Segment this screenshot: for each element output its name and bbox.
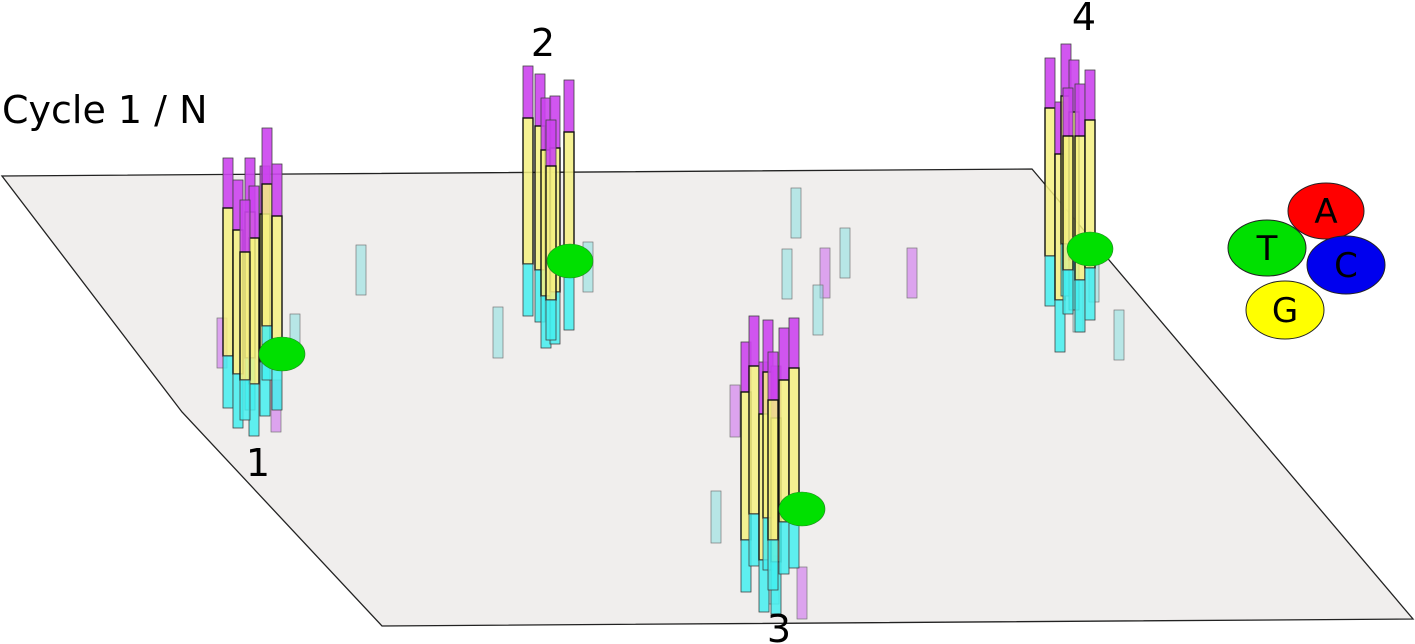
faint-adapter-strand: [781, 248, 793, 300]
strand-adapter-segment: [748, 513, 760, 567]
faint-primer-strand: [906, 247, 918, 299]
faint-adapter-strand: [790, 187, 802, 239]
fluorescent-signal-marker: [1066, 231, 1114, 267]
strand-insert-segment: [522, 117, 534, 265]
faint-adapter-strand: [492, 306, 504, 359]
strand-primer-segment: [563, 79, 575, 133]
strand-adapter-segment: [563, 275, 575, 331]
cycle-label: Cycle 1 / N: [2, 88, 208, 132]
strand-primer-segment: [545, 119, 557, 167]
strand-adapter-segment: [239, 379, 251, 421]
cluster-4-label: 4: [1072, 0, 1096, 39]
strand-primer-segment: [1074, 83, 1086, 137]
faint-primer-strand: [729, 384, 741, 438]
strand-adapter-segment: [1084, 267, 1096, 321]
flow-cell-surface: [0, 168, 1415, 627]
svg-text:G: G: [1272, 291, 1298, 331]
cluster-3-label: 3: [767, 607, 791, 644]
cluster-1-label: 1: [246, 441, 270, 485]
faint-primer-strand: [819, 247, 831, 299]
strand-adapter-segment: [222, 355, 234, 409]
faint-adapter-strand: [1113, 309, 1125, 361]
strand-insert-segment: [1044, 107, 1056, 257]
strand-adapter-segment: [248, 383, 260, 437]
nucleotide-legend: A C T G: [1227, 182, 1386, 340]
strand-adapter-segment: [545, 299, 557, 341]
faint-adapter-strand: [812, 284, 824, 336]
faint-primer-strand: [796, 566, 808, 620]
strand-primer-segment: [1084, 69, 1096, 121]
cluster-3: [710, 315, 826, 620]
unlabeled-strands: [355, 187, 1125, 361]
strand-primer-segment: [522, 65, 534, 119]
strand-primer-segment: [767, 351, 779, 401]
cluster-2-label: 2: [531, 21, 555, 65]
fluorescent-signal-marker: [778, 491, 826, 527]
cluster-4: [1044, 43, 1114, 353]
fluorescent-signal-marker: [258, 336, 306, 372]
nucleotide-c: C: [1306, 235, 1386, 295]
faint-adapter-strand: [839, 227, 851, 279]
strand-primer-segment: [271, 163, 283, 217]
strand-adapter-segment: [1074, 279, 1086, 333]
strand-primer-segment: [1044, 57, 1056, 109]
cluster-1: [216, 127, 306, 437]
cluster-2: [522, 65, 594, 349]
strand-primer-segment: [248, 185, 260, 239]
strand-insert-segment: [271, 215, 283, 357]
strand-primer-segment: [748, 315, 760, 367]
faint-adapter-strand: [710, 490, 722, 544]
strand-primer-segment: [778, 327, 790, 381]
strand-primer-segment: [788, 317, 800, 369]
nucleotide-t: T: [1227, 219, 1307, 277]
strand-primer-segment: [239, 199, 251, 253]
strand-adapter-segment: [1062, 269, 1074, 315]
strand-insert-segment: [239, 251, 251, 381]
strand-insert-segment: [767, 399, 779, 541]
strand-primer-segment: [1062, 87, 1074, 137]
svg-text:T: T: [1256, 229, 1278, 269]
strand-adapter-segment: [767, 539, 779, 591]
strand-adapter-segment: [522, 263, 534, 317]
strand-adapter-segment: [1054, 299, 1066, 353]
strand-adapter-segment: [778, 521, 790, 575]
strand-primer-segment: [261, 127, 273, 185]
strand-insert-segment: [748, 365, 760, 515]
strand-insert-segment: [261, 183, 273, 327]
strand-adapter-segment: [1044, 255, 1056, 307]
svg-text:A: A: [1314, 192, 1337, 232]
nucleotide-g: G: [1245, 280, 1325, 340]
nucleotide-a: A: [1287, 182, 1365, 240]
fluorescent-signal-marker: [546, 243, 594, 279]
faint-adapter-strand: [355, 244, 367, 296]
strand-insert-segment: [545, 165, 557, 301]
strand-insert-segment: [222, 207, 234, 357]
svg-text:C: C: [1334, 246, 1358, 286]
strand-primer-segment: [222, 157, 234, 209]
